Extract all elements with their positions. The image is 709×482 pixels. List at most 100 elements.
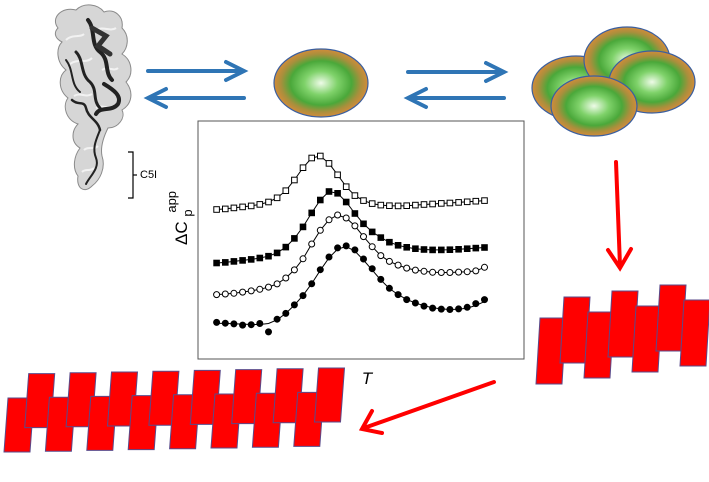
series-1-point xyxy=(446,199,454,207)
series-3-point xyxy=(360,233,367,241)
series-2-point xyxy=(317,196,324,204)
series-4-point xyxy=(299,292,307,300)
fibril-segment xyxy=(631,305,663,373)
forward-arrow xyxy=(146,60,249,82)
short-fibril xyxy=(535,284,709,385)
fibril-segment xyxy=(679,299,709,367)
plot-frame xyxy=(197,120,525,360)
series-4-point xyxy=(316,266,324,274)
series-2-point xyxy=(265,252,272,260)
series-2-point xyxy=(446,246,454,253)
series-3-point xyxy=(265,283,272,291)
series-1-point xyxy=(438,200,445,207)
series-4-point xyxy=(403,296,411,304)
region-label: C5I xyxy=(140,169,157,181)
series-3-point xyxy=(342,214,350,222)
series-2-point xyxy=(455,246,462,253)
series-3-point xyxy=(239,288,247,296)
series-2-point xyxy=(472,244,480,252)
ylabel-main: ΔC xyxy=(172,221,191,245)
series-1-point xyxy=(256,201,264,208)
series-3-point xyxy=(325,216,333,224)
series-1-point xyxy=(360,197,367,204)
series-3-point xyxy=(463,268,471,276)
series-4-point xyxy=(411,299,419,307)
series-3-point xyxy=(282,274,290,282)
series-2-point xyxy=(463,245,471,252)
series-1-point xyxy=(455,199,462,206)
series-4-point xyxy=(385,284,393,292)
series-4-point xyxy=(325,253,333,261)
series-1-point xyxy=(308,154,315,162)
fibril-segment xyxy=(313,367,346,423)
reverse-arrow xyxy=(143,87,246,109)
long-fibril xyxy=(3,367,346,453)
protein-ribbon xyxy=(65,18,121,185)
series-2-point xyxy=(213,259,220,267)
series-2-point xyxy=(386,238,393,246)
series-3-point xyxy=(273,280,281,288)
series-4-point xyxy=(230,320,238,328)
series-2-point xyxy=(412,245,419,252)
series-4-point xyxy=(334,244,342,252)
data-markers xyxy=(213,152,488,336)
x-axis-label: T xyxy=(362,369,374,388)
series-3-point xyxy=(394,261,402,269)
series-2-point xyxy=(247,256,255,263)
series-2-point xyxy=(342,198,350,206)
heat-capacity-chart: ΔC p app T xyxy=(164,120,525,388)
series-1-point xyxy=(403,202,410,209)
series-3-point xyxy=(385,257,393,265)
series-3-point xyxy=(351,222,359,230)
series-1-point xyxy=(412,201,419,209)
equilibrium-arrows-monomer-oligomer xyxy=(143,60,249,109)
series-2-point xyxy=(377,234,385,241)
series-4-point xyxy=(351,246,359,254)
series-4-point xyxy=(437,305,445,313)
series-4-point xyxy=(481,296,488,304)
series-3-point xyxy=(472,267,480,275)
reverse-arrow xyxy=(403,87,506,109)
series-1-point xyxy=(222,205,229,213)
series-2-point xyxy=(222,259,229,266)
series-3-point xyxy=(316,226,324,234)
series-2-point xyxy=(239,257,246,264)
series-3-point xyxy=(221,290,229,298)
series-4-point xyxy=(368,265,376,273)
series-1-point xyxy=(213,206,220,213)
series-4-point xyxy=(273,315,281,323)
series-3-point xyxy=(247,287,255,295)
series-1-point xyxy=(291,176,298,184)
series-2-point xyxy=(420,246,428,253)
series-2-point xyxy=(291,235,298,242)
series-2-point xyxy=(368,228,376,236)
series-1-point xyxy=(265,198,272,206)
series-4-point xyxy=(377,275,385,283)
fibril-segment xyxy=(535,317,567,385)
series-3-point xyxy=(455,268,463,276)
series-1-point xyxy=(481,197,488,204)
series-1-point xyxy=(368,200,376,207)
red-arrow-down xyxy=(606,160,633,272)
series-1-point xyxy=(325,160,333,167)
series-2-point xyxy=(429,246,436,254)
series-2-point xyxy=(481,244,488,251)
svg-text:ΔC p app: ΔC p app xyxy=(164,191,196,245)
series-4-point xyxy=(265,328,272,336)
series-1-point xyxy=(472,197,480,205)
forward-arrow xyxy=(406,61,509,83)
series-3-point xyxy=(429,268,437,276)
series-4-point xyxy=(394,291,402,299)
series-4-point xyxy=(463,303,471,311)
series-1-point xyxy=(386,202,393,209)
series-3-point xyxy=(368,243,376,251)
series-2-point xyxy=(299,223,307,231)
series-3-point xyxy=(420,267,428,275)
series-3-point xyxy=(308,240,316,248)
series-3-point xyxy=(377,252,385,260)
series-1-point xyxy=(377,201,385,209)
series-2-point xyxy=(394,242,402,249)
series-2-point xyxy=(334,190,341,197)
series-1-point xyxy=(342,183,350,190)
